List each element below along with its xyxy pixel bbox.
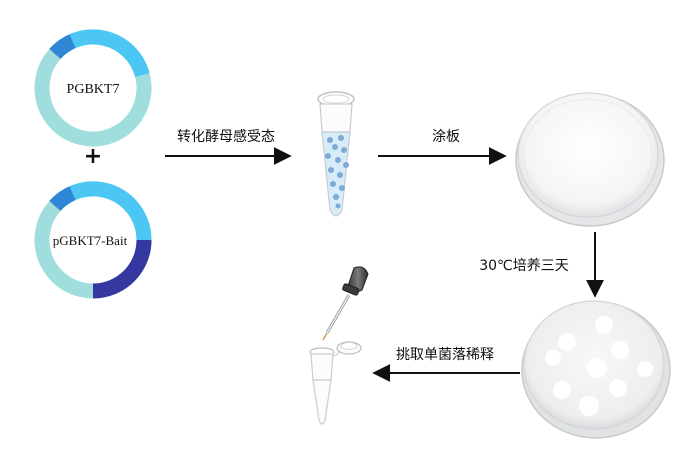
plus-sign: + [84,144,102,169]
step-label-transform: 转化酵母感受态 [177,128,275,145]
plasmid-pgbkt7: PGBKT7 [34,29,152,147]
dropper-icon [322,266,369,341]
plasmid-segment-bait [92,239,152,299]
plasmid-label-top: PGBKT7 [67,82,120,97]
petri-dish-colonies [521,300,671,439]
open-tube-icon [309,341,362,425]
step-label-incubate: 30℃培养三天 [479,258,569,274]
step-label-plate: 涂板 [432,129,460,145]
colonies [545,316,653,416]
plasmid-segment-blue [49,186,76,212]
plasmid-pgbkt7-bait: pGBKT7-Bait [34,181,152,299]
tube-with-cells [317,91,355,217]
plasmid-segment-blue [49,34,76,60]
petri-dish-empty [515,92,665,227]
step-label-pick: 挑取单菌落稀释 [396,347,494,363]
plasmid-label-bottom: pGBKT7-Bait [53,233,128,248]
yeast-cells [325,135,349,209]
